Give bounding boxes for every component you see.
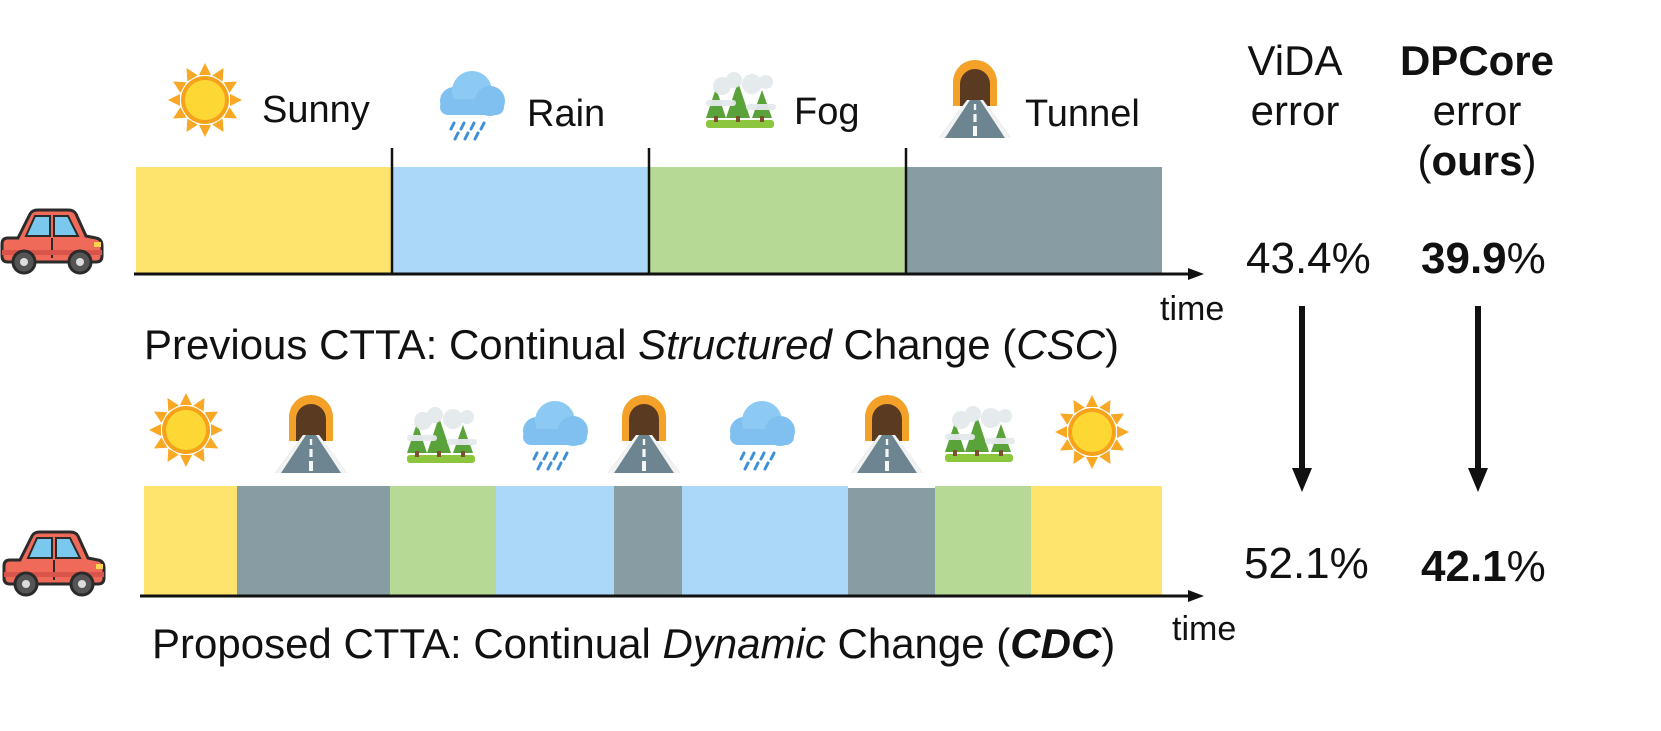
csc-dpcore-value: 39.9: [1421, 234, 1507, 283]
cdc-segment-tunnel: [614, 486, 682, 596]
cdc-segment-sunny: [144, 486, 237, 596]
csc-segment-fog: [649, 167, 906, 274]
cdc-segment-tunnel: [848, 488, 935, 596]
cdc-caption: Proposed CTTA: Continual Dynamic Change …: [152, 623, 1115, 665]
car-icon: [0, 208, 104, 275]
cdc-vida-error: 52.1%: [1244, 539, 1369, 588]
cdc-dpcore-pct: %: [1506, 542, 1546, 591]
csc-caption-abbr: CSC: [1016, 321, 1105, 368]
cdc-segment-fog: [390, 486, 496, 596]
tunnel-icon: [939, 60, 1011, 138]
arrow-down-icon: [1468, 306, 1488, 492]
csc-time-axis: [134, 268, 1204, 280]
cdc-caption-prefix: Proposed CTTA: Continual: [152, 620, 663, 667]
vida-header-name: ViDA: [1247, 37, 1343, 84]
cdc-dpcore-value: 42.1: [1421, 542, 1507, 591]
fog-trees-icon: [706, 72, 776, 128]
dpcore-paren-open: (: [1417, 137, 1432, 184]
vida-header-error: error: [1250, 87, 1340, 134]
vida-header: ViDA error: [1230, 36, 1360, 136]
csc-caption-suffix: ): [1104, 321, 1119, 368]
tunnel-icon: [275, 395, 347, 473]
cdc-segment-rain: [682, 486, 848, 596]
cdc-caption-italic: Dynamic: [662, 620, 826, 667]
tunnel-icon: [608, 395, 680, 473]
csc-vida-error: 43.4%: [1246, 234, 1371, 283]
sun-icon: [1055, 395, 1129, 469]
csc-label-fog: Fog: [794, 91, 860, 133]
csc-time-label: time: [1160, 290, 1225, 328]
dpcore-header-name: DPCore: [1399, 37, 1555, 84]
sun-icon: [149, 393, 223, 467]
dpcore-header-error: error: [1432, 87, 1522, 134]
dpcore-header: DPCore error (ours): [1392, 36, 1562, 186]
cdc-segment-fog: [935, 486, 1031, 596]
fog-trees-icon: [407, 407, 477, 463]
dpcore-header-ours: (ours): [1392, 136, 1562, 186]
cdc-timeline: [144, 486, 1162, 596]
rain-cloud-icon: [438, 69, 507, 141]
rain-cloud-icon: [521, 399, 590, 471]
fog-trees-icon: [945, 406, 1015, 462]
cdc-icons: [149, 393, 1129, 473]
csc-label-tunnel: Tunnel: [1025, 93, 1140, 135]
dpcore-ours: ours: [1431, 137, 1523, 184]
csc-dpcore-pct: %: [1506, 234, 1546, 283]
csc-label-rain: Rain: [527, 93, 606, 135]
cdc-segment-sunny: [1031, 486, 1162, 596]
csc-caption: Previous CTTA: Continual Structured Chan…: [144, 324, 1119, 366]
dpcore-paren-close: ): [1522, 137, 1537, 184]
csc-caption-italic: Structured: [638, 321, 832, 368]
cdc-caption-middle: Change (: [825, 620, 1011, 667]
cdc-segment-rain: [496, 486, 614, 596]
csc-segment-tunnel: [906, 167, 1162, 274]
rain-cloud-icon: [728, 399, 797, 471]
car-icon: [2, 530, 106, 597]
cdc-time-axis: [140, 590, 1204, 602]
csc-dpcore-error: 39.9%: [1421, 237, 1546, 281]
csc-caption-middle: Change (: [831, 321, 1017, 368]
csc-segment-rain: [392, 167, 649, 274]
cdc-time-label: time: [1172, 610, 1237, 648]
cdc-caption-abbr: CDC: [1010, 620, 1102, 667]
cdc-caption-suffix: ): [1101, 620, 1116, 667]
csc-label-sunny: Sunny: [262, 89, 370, 131]
csc-segment-sunny: [136, 167, 392, 274]
tunnel-icon: [851, 395, 923, 473]
csc-timeline: [136, 148, 1162, 274]
csc-caption-prefix: Previous CTTA: Continual: [144, 321, 639, 368]
sun-icon: [168, 63, 242, 137]
cdc-segment-tunnel: [237, 486, 390, 596]
arrow-down-icon: [1292, 306, 1312, 492]
cdc-dpcore-error: 42.1%: [1421, 545, 1546, 589]
